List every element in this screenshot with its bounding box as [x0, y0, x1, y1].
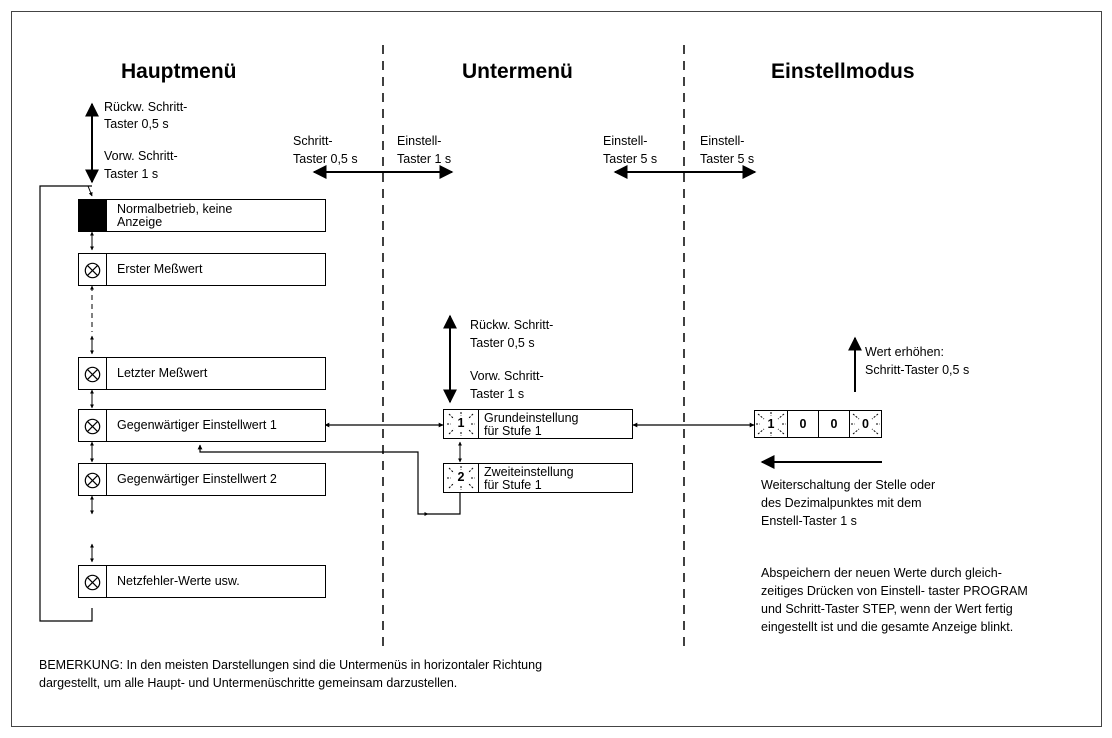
save-label-3: und Schritt-Taster STEP, wenn der Wert f…: [761, 602, 1013, 616]
main-item-label: Erster Meßwert: [117, 262, 203, 276]
shift-label-1: Weiterschaltung der Stelle oder: [761, 478, 936, 492]
sub-item-label: Grundeinstellung: [484, 411, 579, 425]
sub-item-label: für Stufe 1: [484, 478, 542, 492]
return-path: [197, 444, 461, 515]
note-line-1: BEMERKUNG: In den meisten Darstellungen …: [39, 658, 543, 672]
transition-right-b-label-2: Taster 5 s: [700, 152, 755, 166]
shift-label-3: Enstell-Taster 1 s: [761, 514, 857, 528]
main-fwd-label-1: Vorw. Schritt-: [104, 149, 178, 163]
blinking-digit-icon: [851, 413, 880, 435]
setting-digit-blinking[interactable]: 1: [754, 410, 788, 438]
lamp-cross-icon: [79, 566, 107, 597]
setting-display[interactable]: 1 0 0 0: [754, 410, 882, 438]
setting-digit-value: 1: [767, 417, 775, 431]
sub-back-label-2: Taster 0,5 s: [470, 336, 535, 350]
save-label-1: Abspeichern der neuen Werte durch gleich…: [761, 566, 1002, 580]
setting-digit-value: 0: [862, 417, 869, 431]
save-label-4: eingestellt ist und die gesamte Anzeige …: [761, 620, 1014, 634]
main-item-normal-operation[interactable]: Normalbetrieb, keine Anzeige: [78, 199, 326, 232]
sub-back-label-1: Rückw. Schritt-: [470, 318, 554, 332]
blinking-digit-icon: [756, 412, 786, 436]
main-item-last-value[interactable]: Letzter Meßwert: [78, 357, 326, 390]
lamp-cross-icon: [79, 464, 107, 495]
loop-line: [39, 185, 93, 622]
main-item-label: Gegenwärtiger Einstellwert 2: [117, 472, 277, 486]
main-item-label: Netzfehler-Werte usw.: [117, 574, 240, 588]
heading-sub-menu: Untermenü: [462, 60, 573, 83]
sub-item-second-setting[interactable]: 2 Zweiteinstellung für Stufe 1: [443, 463, 633, 493]
lamp-cross-icon: [79, 410, 107, 441]
setting-digit[interactable]: 0: [787, 410, 819, 438]
transition-left-label-2: Taster 0,5 s: [293, 152, 358, 166]
setting-digit-blinking[interactable]: 0: [849, 410, 882, 438]
main-back-label-2: Taster 0,5 s: [104, 117, 169, 131]
loop-arrow-top: [87, 185, 93, 197]
save-label-2: zeitiges Drücken von Einstell- taster PR…: [761, 584, 1028, 598]
main-item-label: Anzeige: [117, 215, 163, 229]
sub-fwd-label-1: Vorw. Schritt-: [470, 369, 544, 383]
transition-right-a-label-2: Taster 5 s: [603, 152, 658, 166]
setting-digit-value: 0: [799, 417, 807, 431]
heading-main-menu: Hauptmenü: [121, 60, 237, 83]
sub-fwd-label-2: Taster 1 s: [470, 387, 525, 401]
main-back-label-1: Rückw. Schritt-: [104, 100, 188, 114]
lamp-cross-icon: [79, 358, 107, 389]
transition-mid-label-2: Taster 1 s: [397, 152, 452, 166]
transition-mid-label-1: Einstell-: [397, 134, 442, 148]
setting-digit[interactable]: 0: [818, 410, 850, 438]
shift-label-2: des Dezimalpunktes mit dem: [761, 496, 922, 510]
main-item-first-value[interactable]: Erster Meßwert: [78, 253, 326, 286]
increase-label-2: Schritt-Taster 0,5 s: [865, 363, 970, 377]
sub-item-digit: 1: [457, 416, 465, 430]
transition-left-label-1: Schritt-: [293, 134, 333, 148]
blinking-digit-icon: 2: [444, 464, 479, 492]
blinking-digit-icon: 1: [444, 410, 479, 438]
main-item-setting-2[interactable]: Gegenwärtiger Einstellwert 2: [78, 463, 326, 496]
main-item-label: Letzter Meßwert: [117, 366, 208, 380]
main-item-power-fault[interactable]: Netzfehler-Werte usw.: [78, 565, 326, 598]
main-item-label: Normalbetrieb, keine: [117, 202, 233, 216]
sub-item-label: für Stufe 1: [484, 424, 542, 438]
transition-right-a-label-1: Einstell-: [603, 134, 648, 148]
note-line-2: dargestellt, um alle Haupt- und Untermen…: [39, 676, 458, 690]
setting-digit-value: 0: [830, 417, 838, 431]
main-fwd-label-2: Taster 1 s: [104, 167, 159, 181]
lamp-cross-icon: [79, 254, 107, 285]
increase-label-1: Wert erhöhen:: [865, 345, 944, 359]
sub-item-basic-setting[interactable]: 1 Grundeinstellung für Stufe 1: [443, 409, 633, 439]
sub-item-label: Zweiteinstellung: [484, 465, 574, 479]
transition-right-b-label-1: Einstell-: [700, 134, 745, 148]
main-item-setting-1[interactable]: Gegenwärtiger Einstellwert 1: [78, 409, 326, 442]
heading-setting-mode: Einstellmodus: [771, 60, 915, 83]
solid-block-icon: [79, 200, 107, 231]
main-item-label: Gegenwärtiger Einstellwert 1: [117, 418, 277, 432]
diagram-frame: [11, 11, 1102, 727]
sub-item-digit: 2: [457, 470, 465, 484]
